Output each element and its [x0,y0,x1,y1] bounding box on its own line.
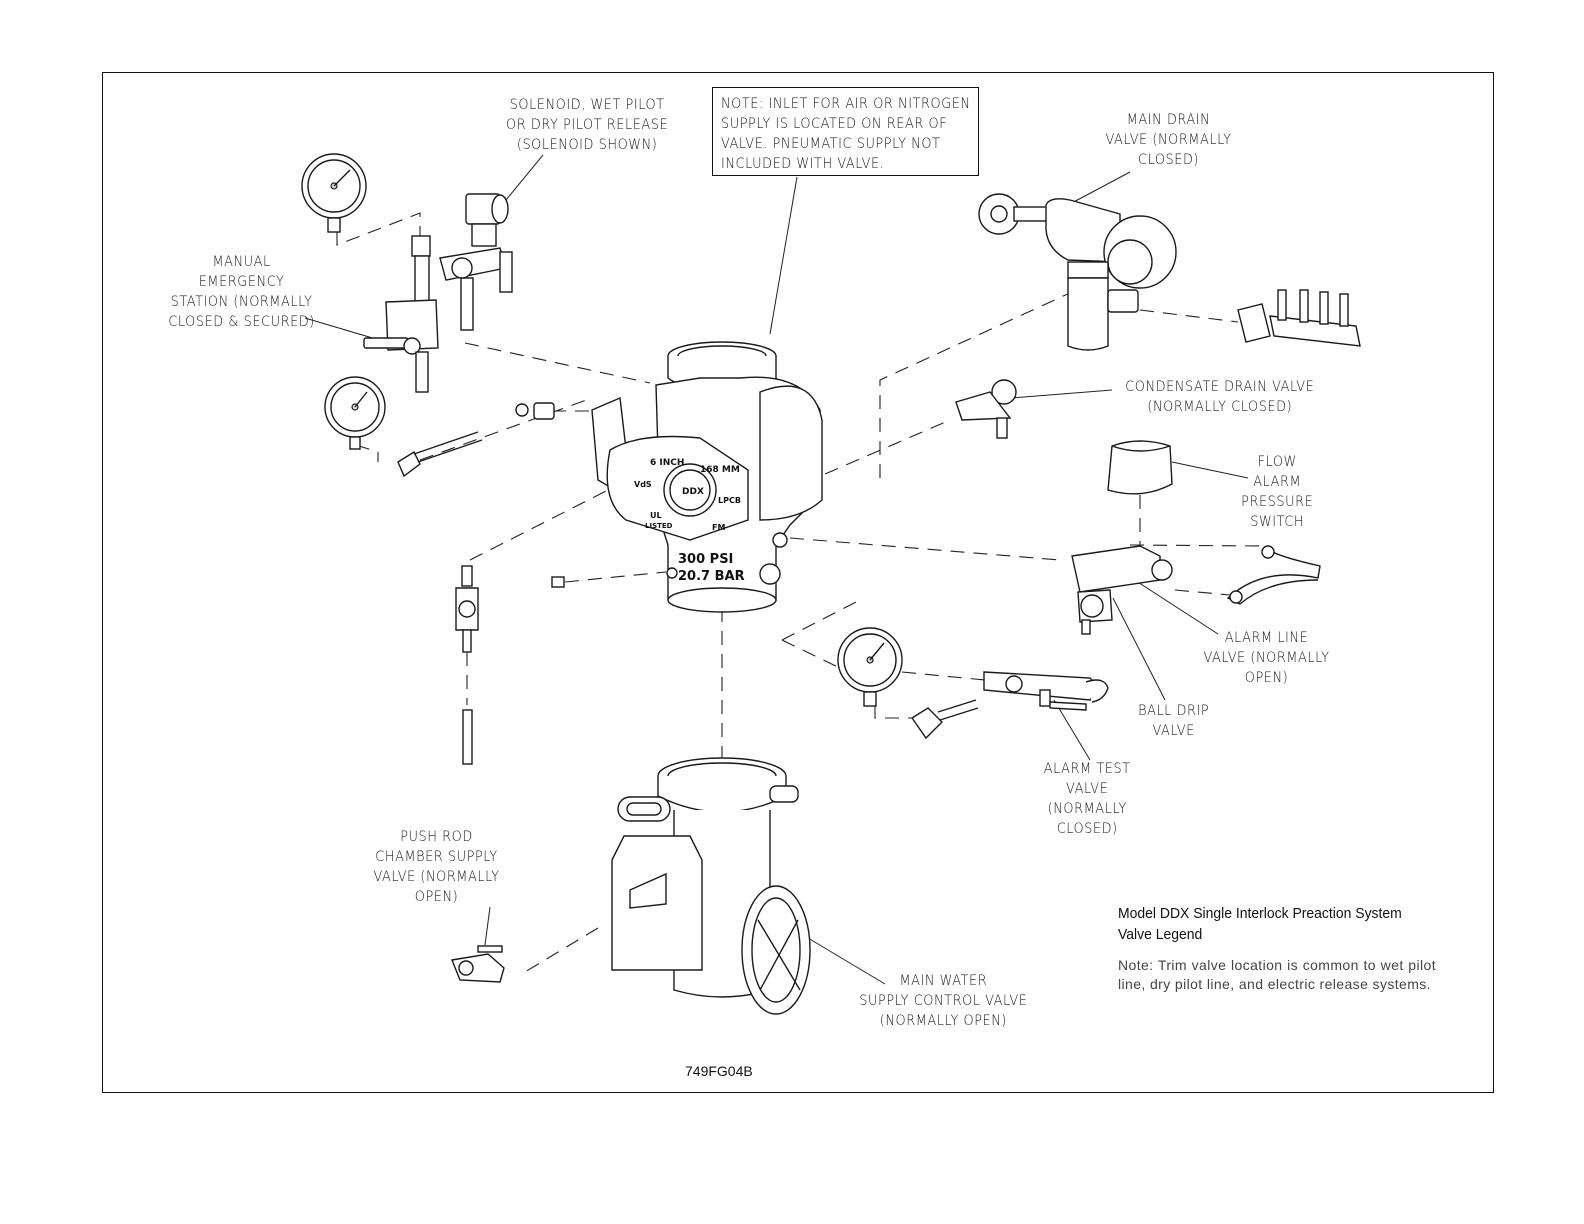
valve-markings: 6 INCH 168 MM DDX VdS LPCB UL LISTED FM … [634,458,745,584]
alarm-line-pipe [1226,545,1321,605]
alarm-test-fitting [911,699,979,740]
assembly-dashed-lines [336,212,1263,976]
fittings-left [397,402,555,478]
alarm-test-valve [983,671,1109,711]
label-main-drain: MAIN DRAIN VALVE (NORMALLY CLOSED) [1105,112,1232,168]
legend-title: Model DDX Single Interlock Preaction Sys… [1118,905,1402,943]
push-rod-chamber-supply-valve [451,945,505,983]
ddx-deluge-valve-body [591,341,823,613]
label-flow-alarm: FLOW ALARM PRESSURE SWITCH [1241,454,1314,530]
label-alarm-line: ALARM LINE VALVE (NORMALLY OPEN) [1203,630,1330,686]
manual-emergency-station [363,299,439,393]
label-condensate-drain: CONDENSATE DRAIN VALVE (NORMALLY CLOSED) [1125,379,1315,415]
marking-rating-bar: 20.7 BAR [678,569,745,584]
pressure-gauge-lower-left [324,376,386,450]
main-water-supply-control-valve [611,757,811,1015]
figure-id: 749FG04B [685,1063,753,1079]
marking-size-mm: 168 MM [700,465,740,475]
marking-vds: VdS [634,480,652,489]
marking-size-inch: 6 INCH [650,458,684,468]
plug-fitting [551,576,565,588]
flow-alarm-pressure-switch [1107,440,1173,495]
marking-lpcb: LPCB [718,496,741,505]
label-inlet-note: NOTE: INLET FOR AIR OR NITROGEN SUPPLY I… [721,96,971,172]
pressure-gauge-upper [301,153,367,233]
inlet-note-box: NOTE: INLET FOR AIR OR NITROGEN SUPPLY I… [712,87,979,176]
marking-ul: UL [650,511,662,520]
label-solenoid: SOLENOID, WET PILOT OR DRY PILOT RELEASE… [506,97,669,153]
marking-fm: FM [712,523,725,532]
marking-rating-psi: 300 PSI [678,552,733,567]
legend-note: Note: Trim valve location is common to w… [1118,957,1436,992]
label-push-rod: PUSH ROD CHAMBER SUPPLY VALVE (NORMALLY … [373,829,500,905]
marking-listed: LISTED [645,522,673,530]
label-alarm-test: ALARM TEST VALVE (NORMALLY CLOSED) [1043,761,1131,837]
condensate-drain-valve [955,379,1017,439]
check-valve-column [455,565,479,765]
alarm-line-valve-assembly [1071,545,1173,635]
label-main-water: MAIN WATER SUPPLY CONTROL VALVE (NORMALL… [859,973,1028,1029]
pressure-gauge-alarm [837,627,903,707]
label-manual-emergency: MANUAL EMERGENCY STATION (NORMALLY CLOSE… [168,254,315,330]
alarm-manifold [1237,289,1361,347]
main-drain-valve [978,193,1177,351]
label-ball-drip: BALL DRIP VALVE [1138,703,1210,739]
marking-model: DDX [682,487,704,497]
drawing-frame [102,72,1494,1093]
